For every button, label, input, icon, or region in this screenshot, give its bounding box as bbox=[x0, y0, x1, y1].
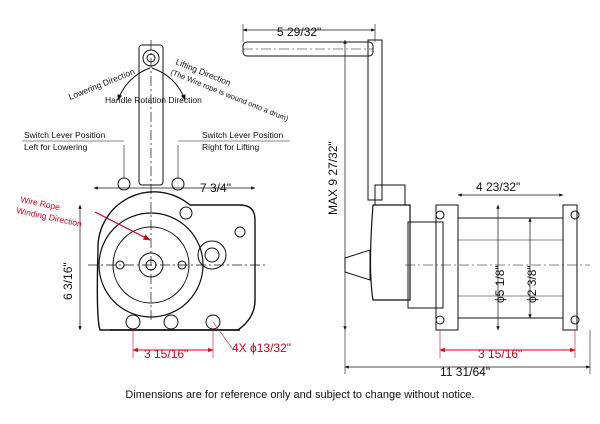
footer-note: Dimensions are for reference only and su… bbox=[125, 389, 474, 401]
base-bolt-1 bbox=[125, 314, 141, 330]
dim-front-height: 6 3/16" bbox=[61, 262, 75, 300]
side-bolt-1 bbox=[435, 210, 445, 220]
dim-max-height: MAX 9 27/32" bbox=[326, 141, 340, 215]
drum-flange-right bbox=[562, 204, 578, 331]
lowering-arc bbox=[117, 67, 151, 101]
switch-knob bbox=[374, 184, 406, 206]
gearbox-side bbox=[369, 204, 411, 301]
side-bolt-2 bbox=[435, 315, 445, 325]
pinion-center bbox=[204, 247, 220, 263]
housing-outline bbox=[96, 191, 256, 331]
pinion-gear bbox=[197, 240, 227, 270]
base-bolt-3 bbox=[205, 314, 221, 330]
drum-body bbox=[457, 217, 564, 319]
dim-overall-length: 11 31/64" bbox=[440, 365, 490, 379]
label-switch-left-title: Switch Lever Position bbox=[24, 130, 106, 140]
dim-bolt-spacing-side: 3 15/16" bbox=[478, 347, 522, 361]
side-bolt-3 bbox=[570, 210, 580, 220]
label-switch-left-sub: Left for Lowering bbox=[24, 142, 88, 152]
wire-rope-arrow bbox=[94, 211, 151, 241]
label-handle-rotation: Handle Rotation Direction bbox=[105, 95, 202, 105]
top-bolt bbox=[179, 206, 193, 220]
base-bolt-2 bbox=[163, 314, 179, 330]
handle-shaft bbox=[367, 39, 383, 201]
lifting-arc bbox=[151, 67, 186, 101]
leader-bolt-holes bbox=[212, 321, 233, 349]
label-switch-right-title: Switch Lever Position bbox=[202, 130, 284, 140]
dim-handle-length: 5 29/32" bbox=[277, 25, 321, 39]
front-view bbox=[22, 40, 290, 358]
label-switch-right-sub: Right for Lifting bbox=[202, 142, 259, 152]
side-view bbox=[242, 24, 591, 374]
dim-drum-dia: ϕ2 3/8" bbox=[525, 265, 539, 303]
drum-flange-left bbox=[435, 204, 459, 331]
dim-front-width: 7 3/4" bbox=[200, 181, 231, 195]
wing-nut bbox=[344, 249, 371, 281]
dim-drum-width: 4 23/32" bbox=[476, 180, 520, 194]
dim-flange-dia: ϕ5 1/8" bbox=[493, 265, 507, 303]
side-bolt bbox=[234, 226, 246, 238]
dim-bolt-holes: 4X ϕ13/32" bbox=[232, 341, 291, 355]
side-bolt-4 bbox=[570, 315, 580, 325]
dim-bolt-spacing-front: 3 15/16" bbox=[144, 347, 188, 361]
